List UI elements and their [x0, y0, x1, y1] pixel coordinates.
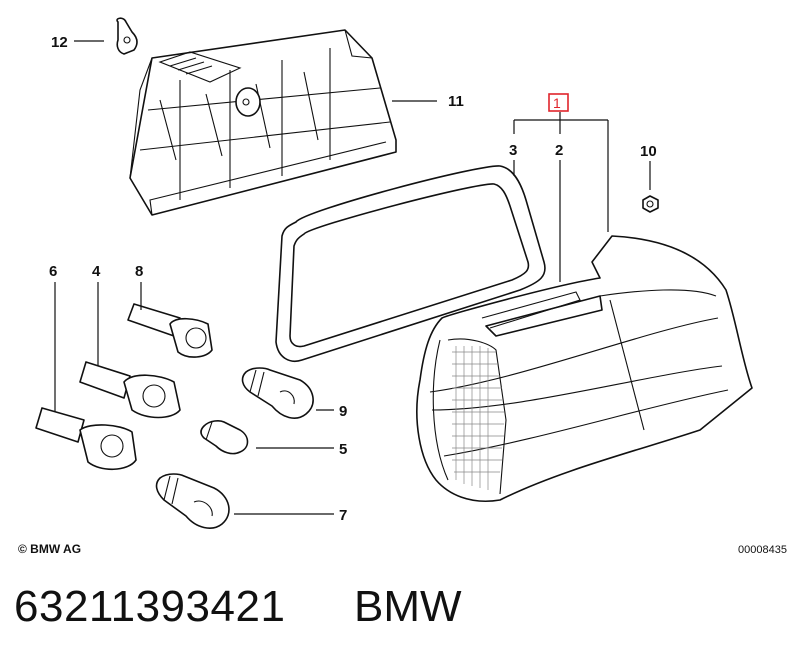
callout-6: 6: [49, 263, 57, 280]
callout-12: 12: [51, 34, 68, 51]
callout-7: 7: [339, 507, 347, 524]
part-6-bulb-socket: [35, 407, 137, 471]
brand-caption: BMW: [354, 582, 462, 631]
part-8-bulb-socket: [127, 303, 213, 358]
callout-2: 2: [555, 142, 563, 159]
callout-10: 10: [640, 143, 657, 160]
callout-5: 5: [339, 441, 347, 458]
callout-8: 8: [135, 263, 143, 280]
part-5-bulb: [200, 420, 249, 455]
callout-1: 1: [553, 95, 561, 111]
callout-3: 3: [509, 142, 517, 159]
part-3-gasket: [275, 165, 546, 362]
callout-1-highlight-box: [548, 93, 569, 112]
callout-4: 4: [92, 263, 101, 280]
part-11-bulb-carrier: [129, 29, 397, 216]
part-number-caption: 63211393421: [14, 582, 286, 631]
part-12-clip: [116, 17, 138, 55]
copyright-text: © BMW AG: [18, 542, 81, 556]
part-10-nut: [642, 195, 659, 213]
drawing-reference-number: 00008435: [738, 544, 787, 556]
callout-11: 11: [448, 93, 464, 110]
part-9-bulb: [241, 367, 314, 419]
part-7-bulb: [155, 473, 230, 529]
callout-9: 9: [339, 403, 347, 420]
callout-bracket-1: [513, 112, 609, 282]
part-4-bulb-socket: [79, 361, 181, 419]
part-1-tail-light: [416, 235, 753, 502]
